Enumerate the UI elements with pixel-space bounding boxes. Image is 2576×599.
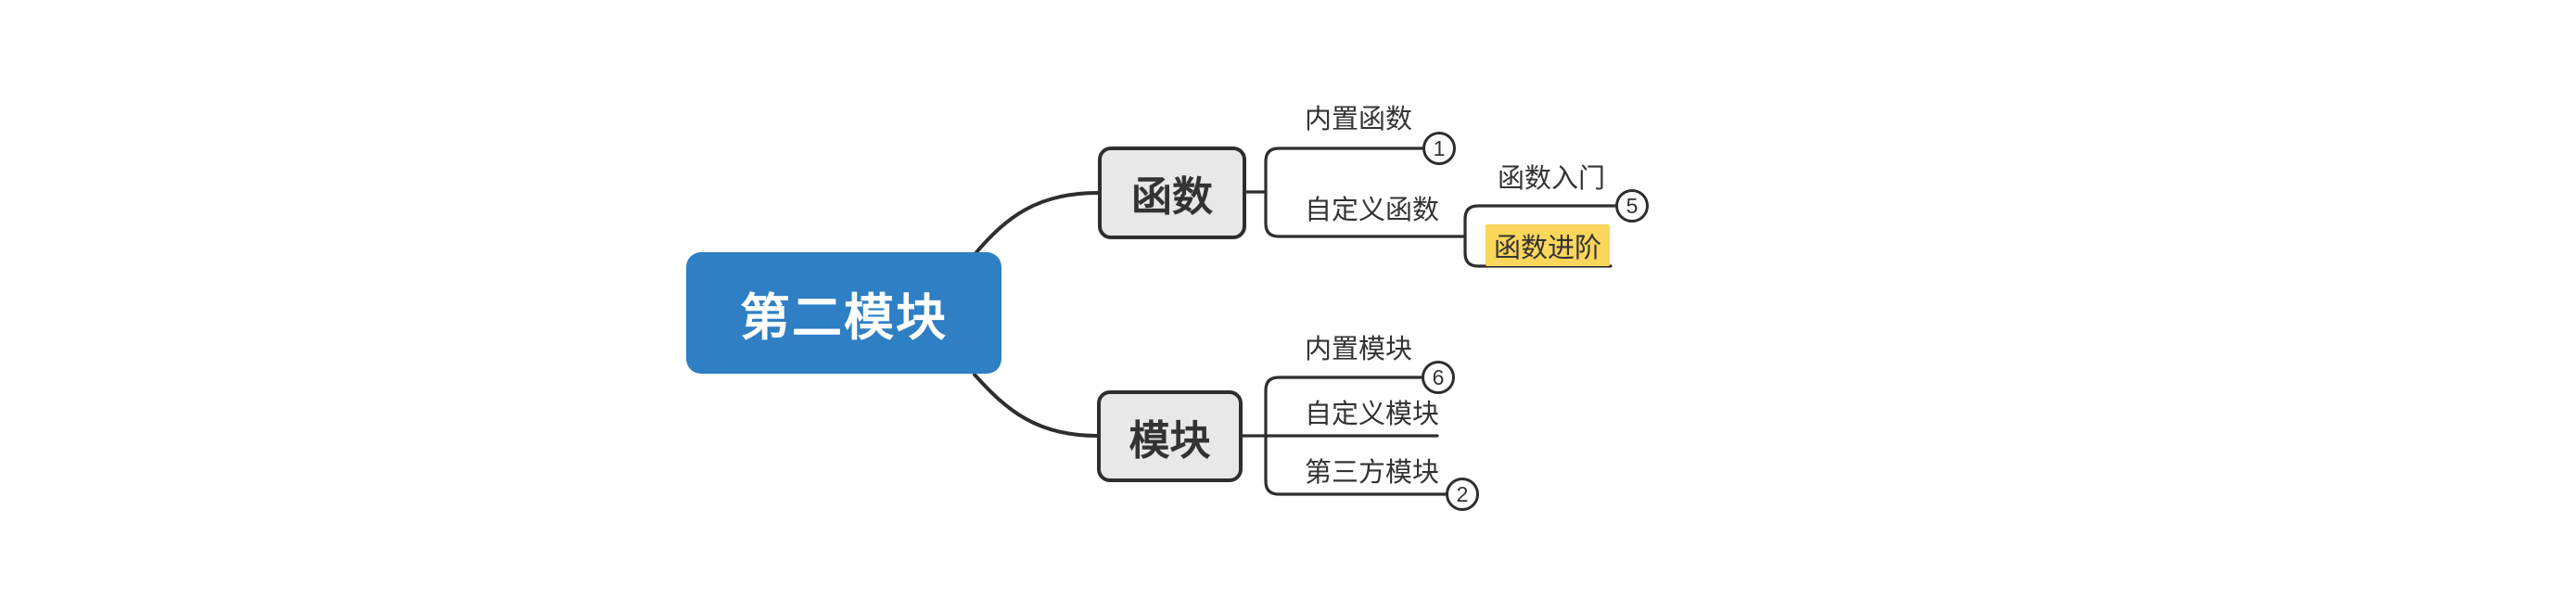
badge-builtin-modules-count[interactable]: 6: [1422, 361, 1455, 394]
connector-customfunctions-children: [1463, 204, 1618, 268]
connector-root-to-modules: [973, 373, 1099, 438]
subtopic-functions-advanced[interactable]: 函数进阶: [1486, 224, 1610, 266]
subtopic-thirdparty-modules[interactable]: 第三方模块: [1305, 458, 1440, 488]
badge-builtin-functions-count[interactable]: 1: [1422, 132, 1456, 165]
badge-functions-intro-count[interactable]: 5: [1615, 189, 1649, 223]
connector-root-to-functions: [975, 191, 1100, 254]
badge-thirdparty-modules-count[interactable]: 2: [1446, 478, 1479, 511]
subtopic-custom-modules[interactable]: 自定义模块: [1305, 400, 1440, 429]
subtopic-functions-intro[interactable]: 函数入门: [1498, 164, 1606, 194]
topic-functions[interactable]: 函数: [1098, 147, 1246, 239]
subtopic-builtin-modules[interactable]: 内置模块: [1305, 335, 1413, 364]
topic-modules[interactable]: 模块: [1097, 390, 1243, 482]
connector-functions-children: [1264, 147, 1467, 238]
root-topic[interactable]: 第二模块: [686, 252, 1001, 374]
subtopic-builtin-functions[interactable]: 内置函数: [1305, 105, 1413, 134]
connector-modules-children: [1264, 376, 1448, 496]
subtopic-custom-functions[interactable]: 自定义函数: [1305, 196, 1440, 225]
